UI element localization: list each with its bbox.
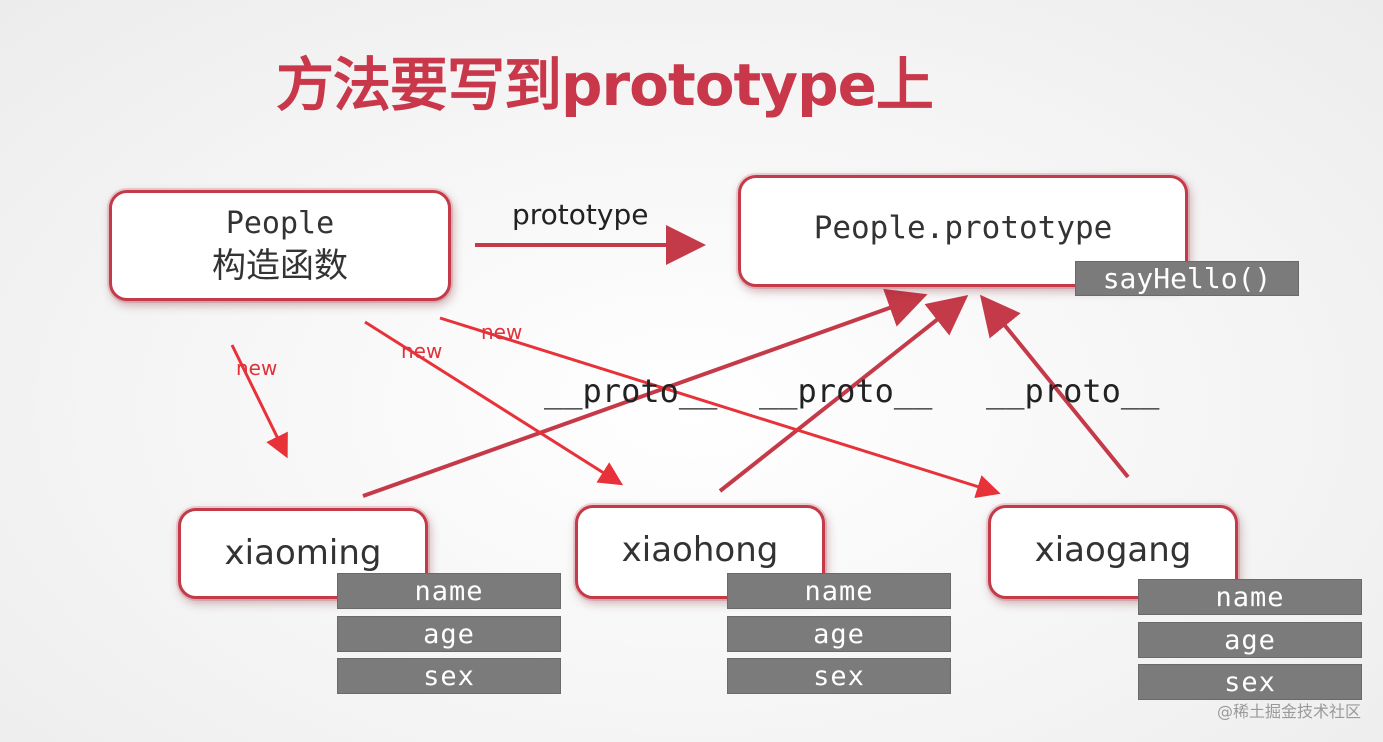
proto-arrow-xiaoming [362,288,928,498]
people-constructor-name: People [225,205,335,241]
instance-name-xiaogang: xiaogang [1034,530,1192,570]
instance-name-xiaoming: xiaoming [224,533,382,573]
proto-label-xiaogang: __proto__ [986,372,1160,410]
xiaoming-prop-sex: sex [337,658,561,694]
people-prototype-node: People.prototype [738,175,1188,287]
xiaoming-prop-age: age [337,616,561,652]
new-label-xiaohong: new [401,339,443,363]
xiaogang-prop-sex: sex [1138,664,1362,700]
proto-label-xiaohong: __proto__ [759,372,933,410]
xiaohong-prop-name: name [727,573,951,609]
prototype-edge-label: prototype [512,198,649,231]
xiaohong-prop-sex: sex [727,658,951,694]
new-label-xiaoming: new [236,356,278,380]
sayhello-method-tag: sayHello() [1075,261,1299,296]
instance-name-xiaohong: xiaohong [621,530,779,570]
xiaogang-prop-age: age [1138,622,1362,658]
xiaoming-prop-name: name [337,573,561,609]
new-arrow-xiaohong [364,320,624,486]
proto-label-xiaoming: __proto__ [544,372,718,410]
source-watermark: @稀土掘金技术社区 [1216,702,1361,721]
new-arrow-xiaoming [230,344,288,459]
people-constructor-caption: 构造函数 [212,245,348,286]
new-label-xiaogang: new [481,320,523,344]
xiaogang-prop-name: name [1138,579,1362,615]
new-arrow-xiaogang [439,316,1001,499]
people-constructor-node: People 构造函数 [109,190,451,301]
proto-arrow-xiaohong [718,295,969,493]
slide-title: 方法要写到prototype上 [276,51,934,119]
proto-arrow-xiaogang [979,294,1130,479]
xiaohong-prop-age: age [727,616,951,652]
people-prototype-label: People.prototype [813,210,1113,246]
